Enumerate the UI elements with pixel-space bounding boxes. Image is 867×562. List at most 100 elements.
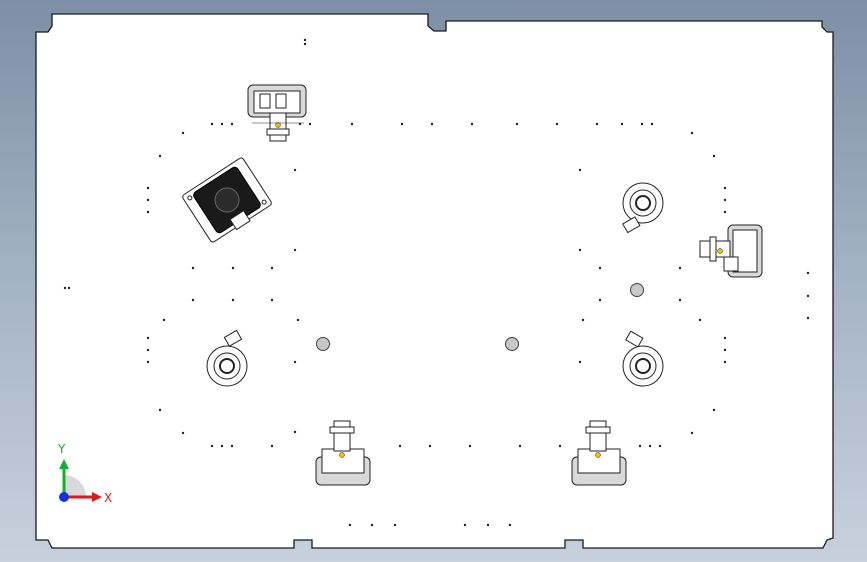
gripper-station-bottom-right[interactable] [571,420,627,486]
servo-motor[interactable] [182,157,274,245]
hole [63,286,67,290]
hole [393,523,397,527]
hole [690,431,694,435]
locating-pin[interactable] [505,337,519,351]
hole [293,248,297,252]
hole [723,360,727,364]
hole [468,444,472,448]
hole [210,122,214,126]
hole [350,122,354,126]
hole [158,154,162,158]
hole [146,210,150,214]
roller-unit-lower-left[interactable] [206,329,248,387]
hole [723,186,727,190]
hole [293,430,297,434]
hole [303,38,307,42]
hole [698,318,702,322]
hole [806,294,810,298]
hole-pattern [63,38,810,527]
hole [146,336,150,340]
hole [578,168,582,172]
roller-unit-upper-right[interactable] [622,182,664,234]
hole [723,348,727,352]
hole [430,122,434,126]
hole [595,122,599,126]
hole [191,266,195,270]
hole [230,444,234,448]
hole [67,286,71,290]
hole [578,360,582,364]
hole [231,266,235,270]
hole [640,122,644,126]
gripper-station-right[interactable] [699,224,763,278]
hole [723,210,727,214]
roller-unit-lower-right[interactable] [622,330,664,387]
gripper-station-bottom-left[interactable] [315,420,371,486]
hole [370,523,374,527]
hole [555,122,559,126]
hole [146,198,150,202]
hole [508,523,512,527]
base-plate[interactable] [35,13,834,549]
hole [428,444,432,448]
y-axis-arrowhead [59,459,69,469]
hole [650,122,654,126]
hole [308,122,312,126]
x-axis-arrowhead [92,492,102,502]
hole [648,444,652,448]
z-axis-icon [59,492,69,502]
hole [620,122,624,126]
hole [515,122,519,126]
hole [723,336,727,340]
hole [220,444,224,448]
hole [270,444,274,448]
hole [158,408,162,412]
locating-pin[interactable] [630,283,644,297]
hole [348,523,352,527]
hole [658,444,662,448]
hole [712,154,716,158]
hole [303,42,307,46]
hole [598,298,602,302]
hole [146,186,150,190]
hole [678,298,682,302]
hole [578,248,582,252]
hole [806,316,810,320]
hole [518,444,522,448]
hole [181,431,185,435]
hole [293,168,297,172]
hole [690,131,694,135]
hole [558,444,562,448]
hole [210,444,214,448]
hole [712,408,716,412]
hole [220,122,224,126]
hole [270,298,274,302]
hole [146,348,150,352]
hole [191,298,195,302]
hole [470,122,474,126]
hole [231,298,235,302]
y-axis-label: Y [57,442,66,456]
hole [181,131,185,135]
hole [806,271,810,275]
hole [293,360,297,364]
locating-pin[interactable] [316,337,330,351]
hole [270,266,274,270]
hole [296,318,300,322]
coordinate-triad: Y X [57,442,112,505]
hole [398,444,402,448]
hole [678,266,682,270]
hole [463,523,467,527]
hole [162,318,166,322]
hole [146,360,150,364]
hole [723,198,727,202]
hole [230,122,234,126]
hole [638,444,642,448]
hole [486,523,490,527]
hole [598,266,602,270]
gripper-station-top[interactable] [247,84,307,142]
x-axis-label: X [104,491,112,505]
hole [400,122,404,126]
hole [581,318,585,322]
